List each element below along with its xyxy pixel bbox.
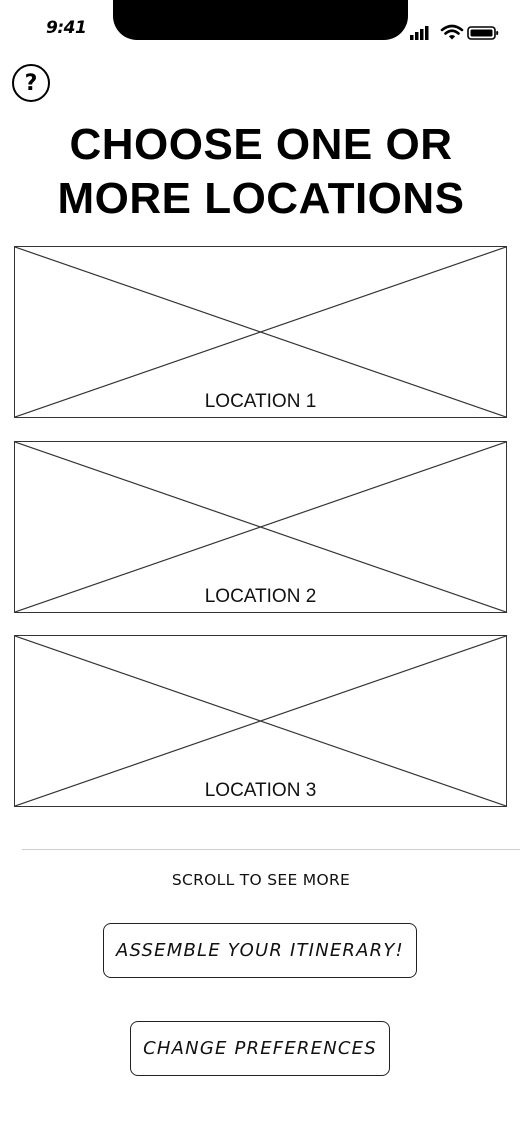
status-bar: 9:41 — [0, 0, 522, 48]
location-label-3: LOCATION 3 — [204, 780, 317, 801]
assemble-itinerary-button[interactable]: ASSEMBLE YOUR ITINERARY! — [103, 923, 417, 978]
placeholder-image-icon — [15, 636, 506, 806]
divider — [22, 849, 520, 850]
cellular-signal-icon — [410, 26, 429, 40]
placeholder-image-icon — [15, 442, 506, 612]
page-title: CHOOSE ONE OR MORE LOCATIONS — [0, 118, 522, 226]
placeholder-image-icon — [15, 247, 506, 417]
location-label-2: LOCATION 2 — [204, 586, 317, 607]
device-notch — [113, 0, 408, 40]
location-card-1[interactable]: LOCATION 1 — [14, 246, 507, 418]
help-button[interactable]: ? — [12, 64, 50, 102]
location-label-1: LOCATION 1 — [204, 391, 317, 412]
status-icons — [410, 24, 500, 42]
change-preferences-label: CHANGE PREFERENCES — [143, 1038, 377, 1059]
assemble-itinerary-label: ASSEMBLE YOUR ITINERARY! — [116, 940, 404, 961]
location-card-3[interactable]: LOCATION 3 — [14, 635, 507, 807]
page-title-line-1: CHOOSE ONE OR — [69, 120, 453, 169]
change-preferences-button[interactable]: CHANGE PREFERENCES — [130, 1021, 390, 1076]
location-card-2[interactable]: LOCATION 2 — [14, 441, 507, 613]
status-time: 9:41 — [46, 18, 87, 38]
page-title-line-2: MORE LOCATIONS — [57, 174, 465, 223]
wifi-icon — [440, 24, 464, 40]
scroll-hint: SCROLL TO SEE MORE — [171, 871, 351, 889]
battery-icon — [467, 26, 499, 40]
help-icon: ? — [24, 70, 38, 96]
